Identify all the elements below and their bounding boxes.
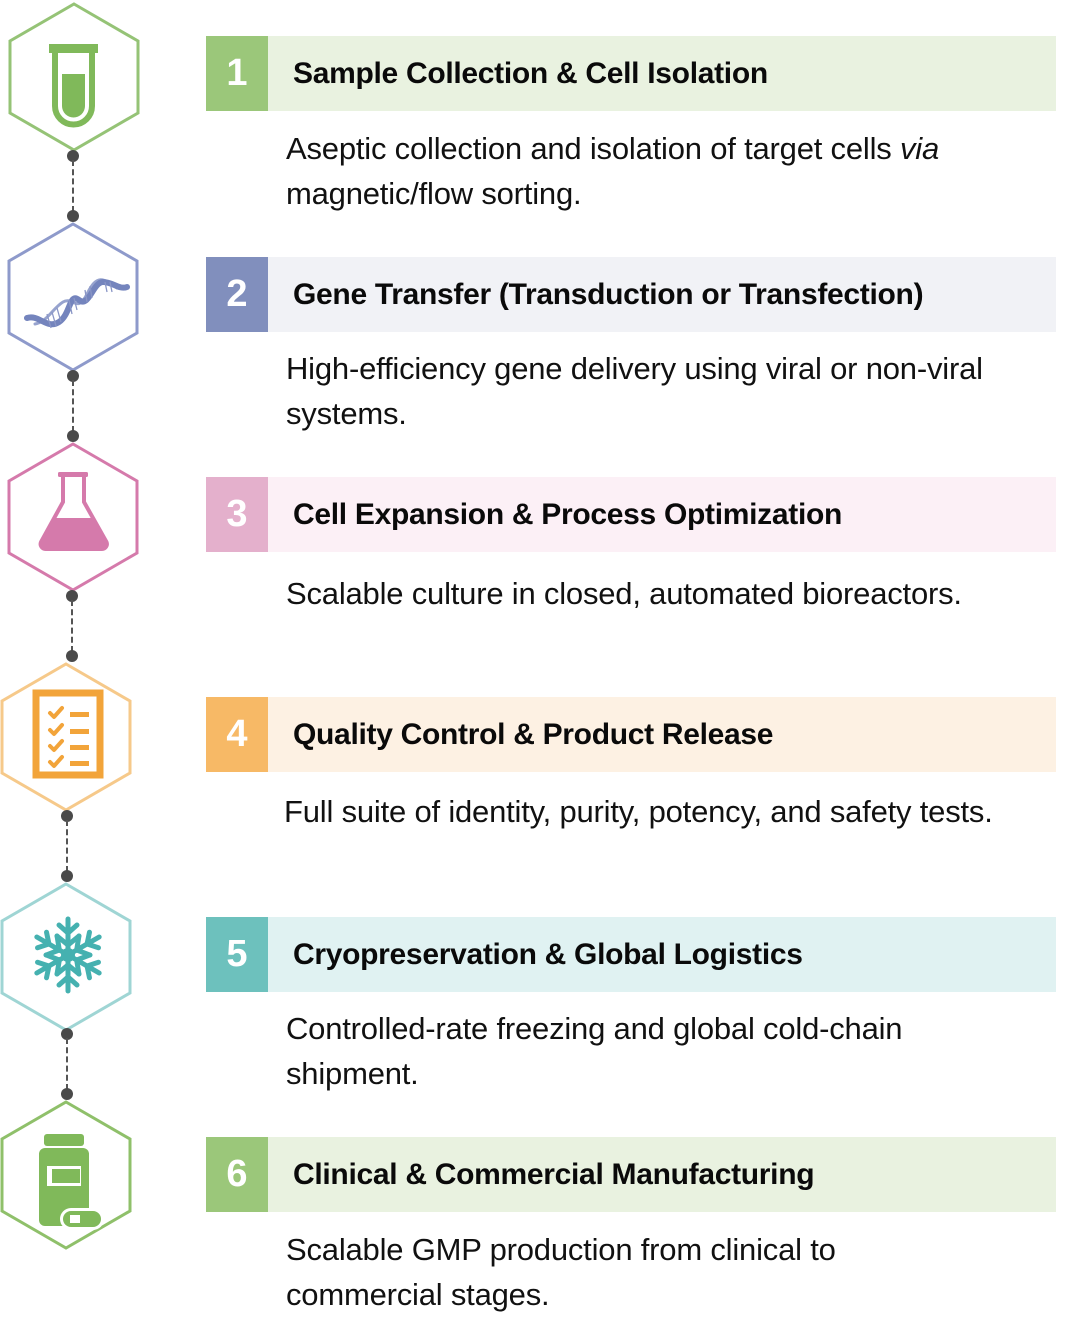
step-number-badge: 1 bbox=[206, 36, 268, 111]
description-italic: via bbox=[899, 131, 940, 166]
connector-5-6 bbox=[61, 1028, 73, 1100]
step-3-hex bbox=[7, 442, 139, 592]
step-4-description: Full suite of identity, purity, potency,… bbox=[284, 794, 993, 829]
step-title: Cell Expansion & Process Optimization bbox=[293, 497, 843, 531]
description-text: Aseptic collection and isolation of targ… bbox=[286, 131, 900, 166]
step-6-header: 6 Clinical & Commercial Manufacturing bbox=[206, 1137, 1056, 1212]
step-2-description: High-efficiency gene delivery using vira… bbox=[286, 351, 983, 431]
step-5-hex bbox=[0, 882, 132, 1032]
step-3-description: Scalable culture in closed, automated bi… bbox=[286, 576, 962, 611]
step-2-header: 2 Gene Transfer (Transduction or Transfe… bbox=[206, 257, 1056, 332]
step-number-badge: 2 bbox=[206, 257, 268, 332]
step-number-badge: 6 bbox=[206, 1137, 268, 1212]
step-number-badge: 5 bbox=[206, 917, 268, 992]
step-6-description: Scalable GMP production from clinical to… bbox=[286, 1232, 836, 1312]
step-5-description: Controlled-rate freezing and global cold… bbox=[286, 1011, 903, 1091]
dna-helix-icon bbox=[24, 278, 130, 329]
step-6-hex bbox=[0, 1100, 132, 1250]
step-4-hex bbox=[0, 662, 132, 812]
step-title: Quality Control & Product Release bbox=[293, 717, 774, 751]
step-3-header: 3 Cell Expansion & Process Optimization bbox=[206, 477, 1056, 552]
flask-icon bbox=[38, 472, 109, 551]
step-4-header: 4 Quality Control & Product Release bbox=[206, 697, 1056, 772]
connector-1-2 bbox=[67, 150, 79, 222]
connector-2-3 bbox=[67, 370, 79, 442]
step-title: Cryopreservation & Global Logistics bbox=[293, 937, 803, 971]
connector-3-4 bbox=[66, 590, 78, 662]
step-number-badge: 4 bbox=[206, 697, 268, 772]
step-title: Gene Transfer (Transduction or Transfect… bbox=[293, 277, 924, 311]
step-title: Clinical & Commercial Manufacturing bbox=[293, 1157, 815, 1191]
step-number-badge: 3 bbox=[206, 477, 268, 552]
connector-4-5 bbox=[61, 810, 73, 882]
description-tail: magnetic/flow sorting. bbox=[286, 176, 582, 211]
step-5-header: 5 Cryopreservation & Global Logistics bbox=[206, 917, 1056, 992]
step-1-description: Aseptic collection and isolation of targ… bbox=[286, 126, 1056, 216]
step-2-hex bbox=[7, 222, 139, 372]
step-1-header: 1 Sample Collection & Cell Isolation bbox=[206, 36, 1056, 111]
step-title: Sample Collection & Cell Isolation bbox=[293, 56, 768, 90]
medicine-bottle-icon bbox=[39, 1134, 104, 1230]
step-1-hex bbox=[8, 2, 140, 152]
checklist-icon bbox=[32, 689, 104, 779]
snowflake-icon bbox=[34, 916, 102, 994]
test-tube-icon bbox=[49, 44, 98, 128]
